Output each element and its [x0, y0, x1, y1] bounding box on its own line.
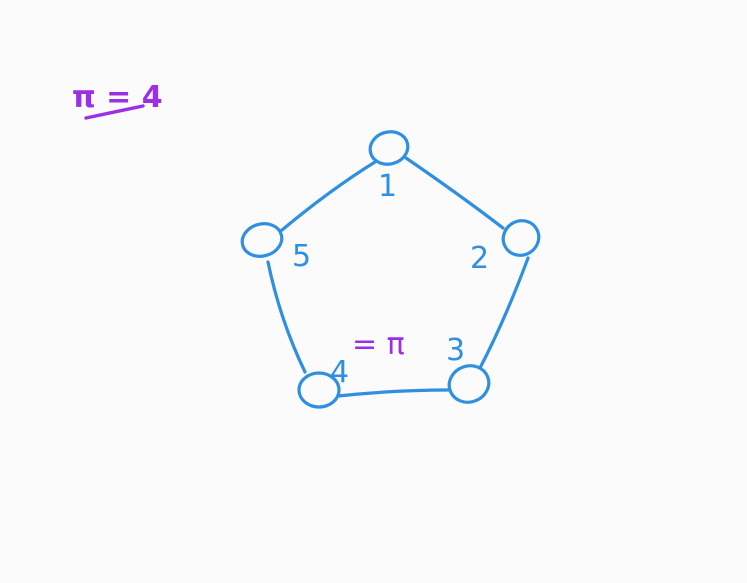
- node-2: [501, 219, 541, 257]
- node-labels: 1 2 3 4 5 = π: [292, 169, 489, 390]
- edge-1-2: [404, 156, 505, 230]
- edge-4-5: [266, 260, 307, 374]
- node-label-5: 5: [292, 239, 311, 274]
- pi-equals-four-note: π = 4: [72, 80, 163, 120]
- graph-nodes: [240, 130, 541, 409]
- edge-3-4: [336, 388, 450, 398]
- node-5: [240, 222, 284, 258]
- node-label-1: 1: [378, 169, 397, 204]
- node-4-annotation: = π: [352, 327, 405, 362]
- graph-edges: [266, 156, 530, 398]
- node-label-3: 3: [446, 333, 465, 368]
- node-label-4: 4: [330, 355, 349, 390]
- node-4: [297, 371, 341, 409]
- node-1: [368, 130, 410, 166]
- note-underline: [84, 104, 145, 120]
- node-3: [447, 364, 491, 404]
- edge-2-3: [478, 256, 530, 370]
- note-text: π = 4: [72, 80, 163, 115]
- node-label-2: 2: [470, 241, 489, 276]
- edge-1-5: [280, 160, 377, 232]
